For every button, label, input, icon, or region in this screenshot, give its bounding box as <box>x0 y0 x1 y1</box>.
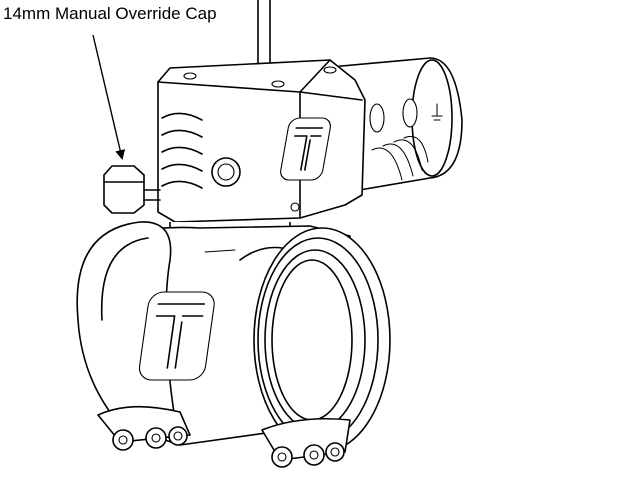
manual-override-cap <box>103 165 161 214</box>
valve-body <box>76 221 391 453</box>
tial-logo-icon <box>138 291 215 381</box>
tial-logo-icon <box>280 117 331 181</box>
actuator-body <box>157 59 366 241</box>
callout-arrow <box>92 34 126 160</box>
right-clamp <box>261 417 351 468</box>
left-clamp <box>97 405 191 451</box>
callout-label: 14mm Manual Override Cap <box>3 4 217 23</box>
